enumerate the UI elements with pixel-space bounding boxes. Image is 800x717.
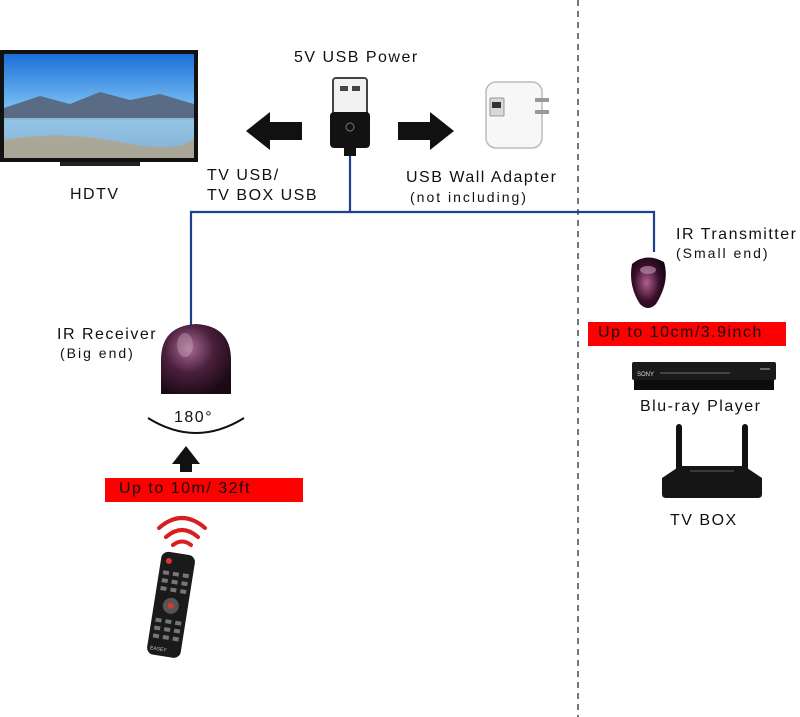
usb-cable: [189, 156, 656, 330]
bluray-brand-text: SONY: [637, 372, 654, 378]
ir-receiver-sub: (Big end): [60, 345, 135, 361]
ir-receiver-icon: [161, 324, 231, 394]
hdtv-icon: [0, 50, 198, 166]
signal-waves-icon: [157, 516, 207, 547]
tv-box-icon: [662, 424, 762, 498]
tv-box-usb-label: TV BOX USB: [207, 187, 319, 204]
remote-brand-text: EASEY: [150, 645, 168, 654]
ir-transmitter-icon: [631, 257, 666, 308]
bluray-label: Blu-ray Player: [640, 398, 762, 415]
left-arrow-icon: [246, 112, 302, 150]
angle-label: 180°: [174, 409, 214, 426]
usb-wall-adapter-icon: [485, 81, 549, 149]
tv-usb-label: TV USB/: [207, 167, 280, 184]
usb-power-label: 5V USB Power: [294, 49, 419, 66]
adapter-label: USB Wall Adapter: [406, 169, 558, 186]
ir-receiver-label: IR Receiver: [57, 326, 158, 343]
angle-arc: [147, 417, 245, 434]
transmitter-range-bar: Up to 10cm/3.9inch: [588, 322, 786, 346]
tvbox-label: TV BOX: [670, 512, 738, 529]
ir-transmitter-label: IR Transmitter: [676, 226, 798, 243]
up-arrow-icon: [172, 446, 200, 472]
ir-transmitter-sub: (Small end): [676, 245, 770, 261]
right-arrow-icon: [398, 112, 454, 150]
usb-plug-icon: [330, 77, 370, 156]
receiver-range-bar: Up to 10m/ 32ft: [105, 478, 303, 502]
hdtv-label: HDTV: [70, 186, 120, 203]
remote-control-icon: [147, 551, 195, 658]
bluray-player-icon: [632, 362, 776, 390]
adapter-note: (not including): [410, 189, 528, 205]
